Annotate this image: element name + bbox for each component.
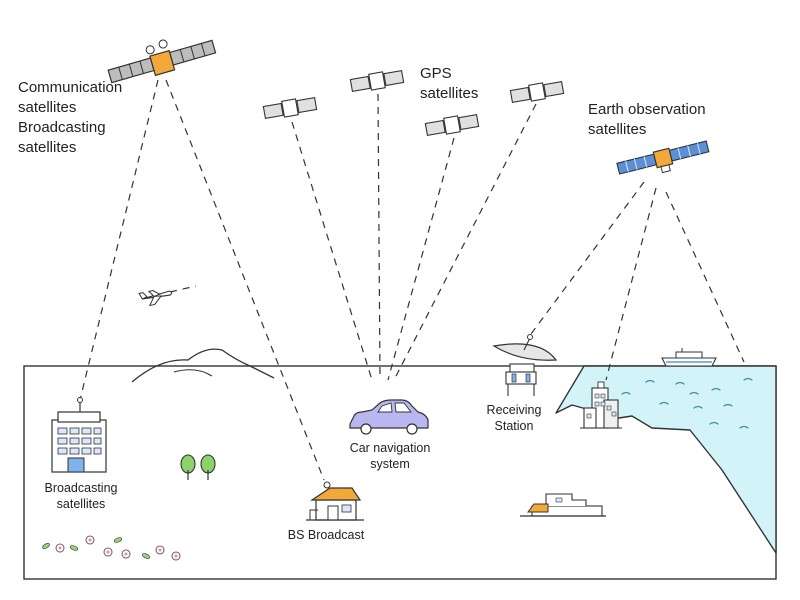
label-line: system [370,457,410,471]
mountain-ridge [173,369,213,377]
earth-observation-satellites-label: Earth observation satellites [588,100,706,140]
label-line: GPS [420,65,452,82]
receiving-station-label: Receiving Station [474,402,554,434]
factory-icon [520,493,606,517]
label-line: Broadcasting [44,481,118,495]
tree-icon [180,454,196,480]
label-line: Communication [18,79,123,96]
satellite-dish-icon [492,334,558,396]
label-line: Car navigation [349,441,431,455]
flower-icon [55,535,181,561]
gps-satellite-icon [509,80,565,104]
house-icon [309,481,362,521]
signal-lines [79,79,745,481]
car-navigation-label: Car navigation system [330,440,450,472]
tree-icon [200,454,216,480]
label-line: satellites [56,497,106,511]
earth-observation-satellite-icon [616,140,710,175]
gps-satellites-label: GPS satellites [420,64,478,104]
gps-satellite-icon [424,113,480,137]
sea-waves [621,377,753,429]
broadcasting-building-label: Broadcasting satellites [34,480,128,512]
gps-satellite-icon [262,96,318,120]
leaf-icons [42,537,151,559]
city-building-icon [580,381,622,429]
label-line: BS Broadcast [287,528,365,542]
gps-satellite-icon [349,69,405,93]
flower-centers [58,538,178,558]
office-building-icon [51,397,107,473]
label-line: satellites [18,99,77,116]
communication-satellite-icon [107,39,217,84]
ship-icon [661,348,717,367]
label-line: satellites [18,139,77,156]
mountain-icon [131,348,275,383]
label-line: satellites [420,85,479,102]
bs-broadcast-label: BS Broadcast [276,527,376,543]
label-line: Station [494,419,534,433]
label-line: Earth observation [588,101,706,118]
label-line: Broadcasting [18,119,106,136]
communication-satellites-label: Communication satellites Broadcasting sa… [18,78,122,158]
airplane-icon [138,290,173,307]
car-icon [349,399,429,435]
label-line: Receiving [486,403,542,417]
label-line: satellites [588,121,647,138]
